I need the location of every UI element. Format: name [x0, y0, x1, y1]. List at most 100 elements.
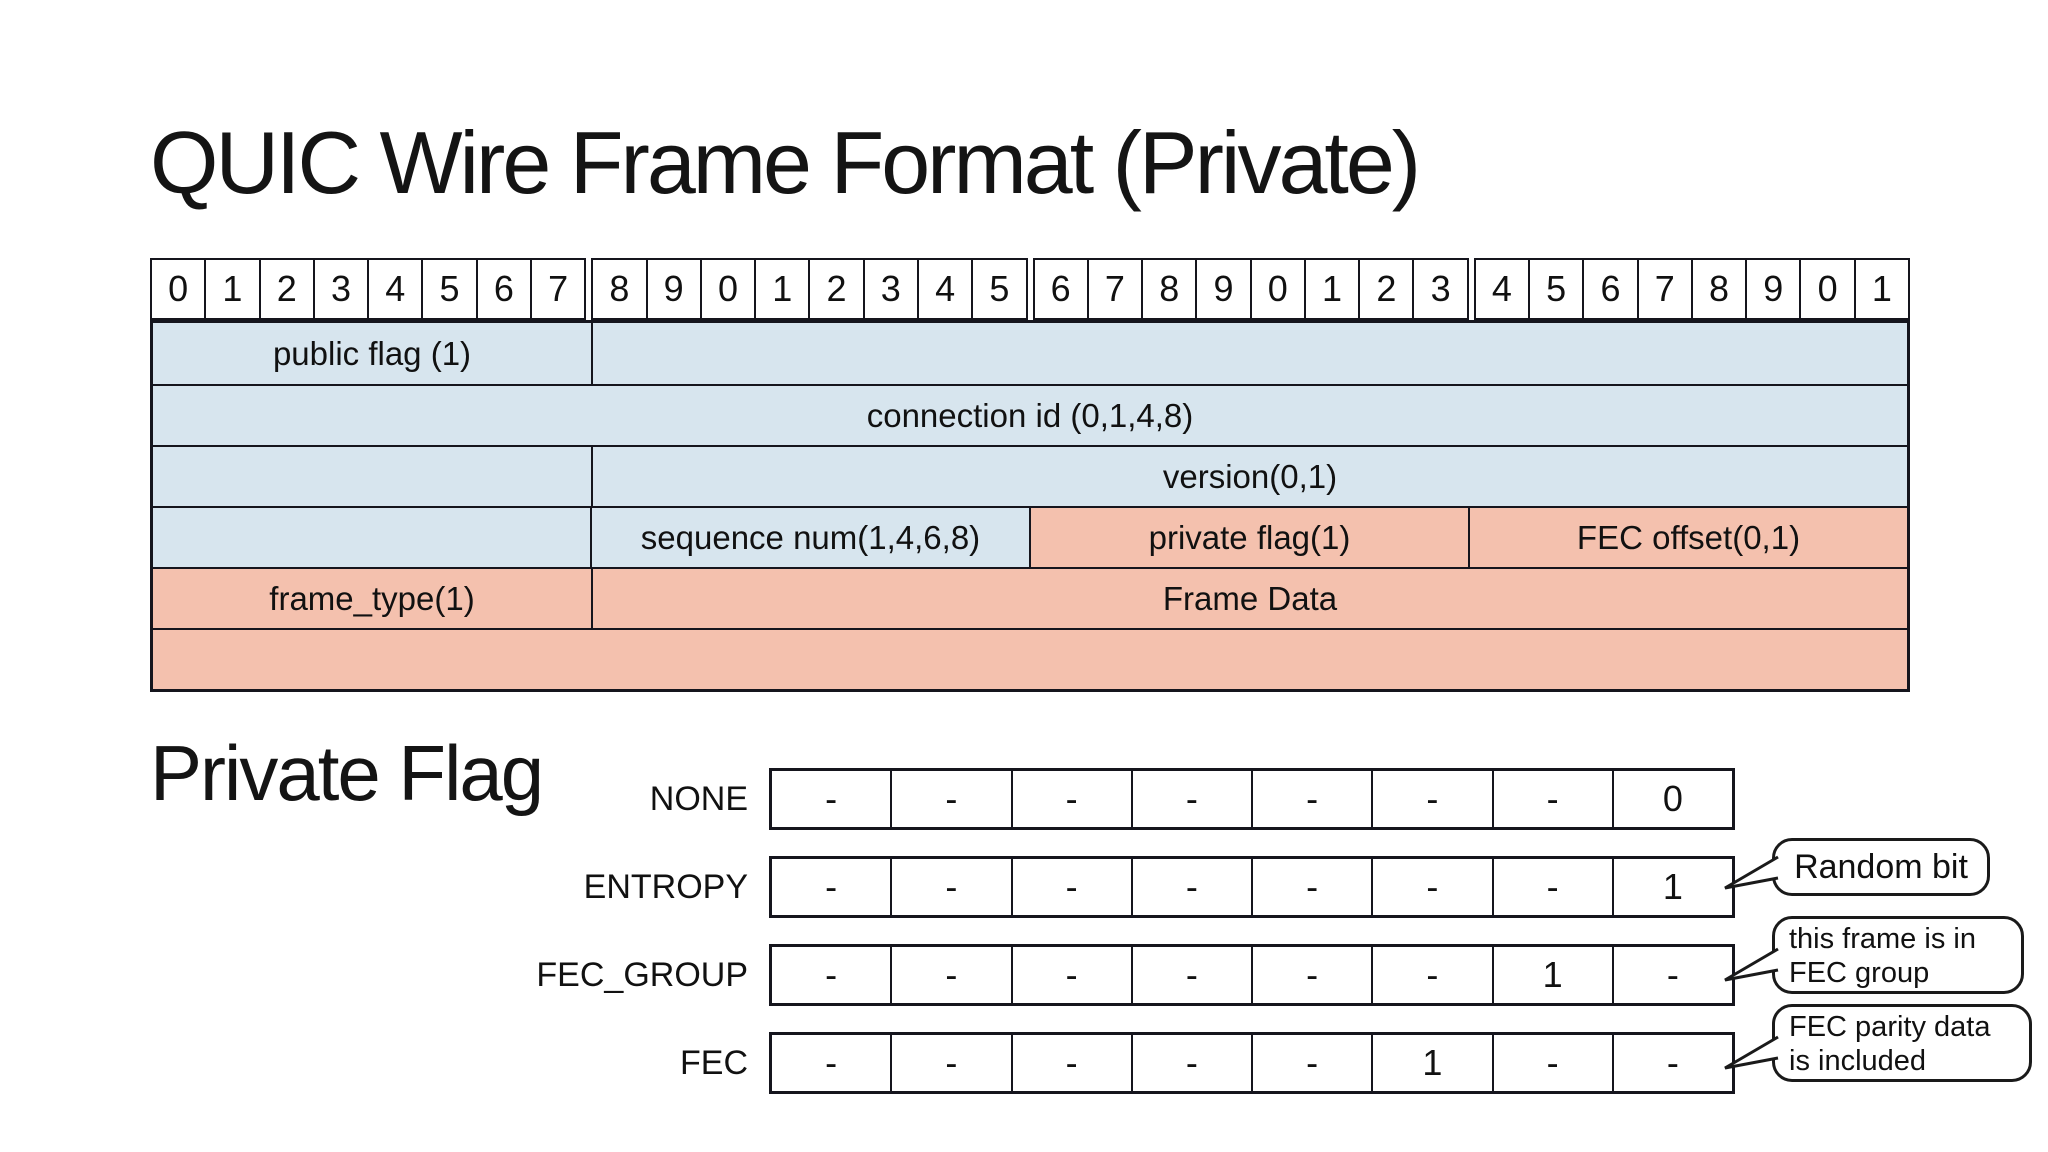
- bit-number-cell: 3: [862, 260, 917, 318]
- flag-bit-cell: -: [1130, 771, 1251, 827]
- bit-number-cell: 2: [1358, 260, 1412, 318]
- field-frame-data: Frame Data: [591, 569, 1907, 628]
- flag-bit-cell: -: [1611, 947, 1732, 1003]
- flag-bit-cell: 1: [1611, 859, 1732, 915]
- flag-bit-cell: -: [1130, 859, 1251, 915]
- flag-bit-cell: -: [1010, 771, 1131, 827]
- frame-table-row: sequence num(1,4,6,8)private flag(1)FEC …: [153, 506, 1907, 567]
- bit-number-cell: 5: [421, 260, 475, 318]
- frame-table-row: connection id (0,1,4,8): [153, 384, 1907, 445]
- flag-bit-cell: 1: [1491, 947, 1612, 1003]
- flag-row-label: ENTROPY: [583, 868, 748, 906]
- flag-row-fec-group: FEC_GROUP ------1-: [400, 944, 1735, 1006]
- field-empty: [591, 323, 1907, 384]
- callout-fec-group: this frame is in FEC group: [1772, 916, 2024, 994]
- flag-bit-cell: -: [1491, 1035, 1612, 1091]
- flag-bit-cell: -: [1251, 1035, 1371, 1091]
- field-version-0-1: version(0,1): [591, 447, 1907, 506]
- flag-bit-cell: -: [1010, 859, 1131, 915]
- callout-fec-parity: FEC parity data is included: [1772, 1004, 2032, 1082]
- field-public-flag-1: public flag (1): [153, 323, 591, 384]
- field-fec-offset-0-1: FEC offset(0,1): [1468, 508, 1907, 567]
- flag-bit-cell: -: [825, 954, 838, 995]
- bit-number-cell: 7: [1636, 260, 1691, 318]
- flag-bit-cell: -: [825, 1042, 838, 1083]
- bit-number-cell: 0: [168, 268, 189, 309]
- bit-number-cell: 8: [609, 268, 630, 309]
- bit-number-cell: 0: [1799, 260, 1853, 318]
- flag-bit-cell: -: [1491, 771, 1612, 827]
- flag-bit-cell: -: [1371, 947, 1491, 1003]
- bit-number-cell: 9: [1195, 260, 1249, 318]
- field-empty: [153, 630, 1907, 689]
- bit-number-cell: 4: [1491, 268, 1512, 309]
- flag-bit-cell: -: [1611, 1035, 1732, 1091]
- frame-table-row: frame_type(1)Frame Data: [153, 567, 1907, 628]
- flag-bit-cell: -: [1130, 947, 1251, 1003]
- bit-number-cell: 4: [916, 260, 971, 318]
- callout-fec-group-text: this frame is in FEC group: [1789, 923, 1976, 989]
- bit-number-cell: 7: [1086, 260, 1141, 318]
- bit-number-cell: 0: [699, 260, 754, 318]
- flag-bit-cell: -: [1371, 771, 1491, 827]
- bit-number-cell: 8: [1141, 260, 1195, 318]
- private-flag-heading: Private Flag: [150, 729, 544, 817]
- bit-number-cell: 6: [1582, 260, 1636, 318]
- flag-bit-cell: -: [890, 859, 1010, 915]
- flag-bit-cell: -: [1010, 947, 1131, 1003]
- flag-bit-cell: -: [890, 771, 1010, 827]
- frame-table: public flag (1)connection id (0,1,4,8)ve…: [150, 320, 1910, 692]
- bit-number-cell: 2: [808, 260, 862, 318]
- flag-bit-cell: -: [890, 1035, 1010, 1091]
- bit-number-cell: 9: [645, 260, 700, 318]
- flag-bits-box: ------1-: [769, 944, 1735, 1006]
- field-sequence-num-1-4-6-8: sequence num(1,4,6,8): [590, 508, 1029, 567]
- flag-row-label: FEC: [680, 1044, 748, 1082]
- bit-number-cell: 6: [475, 260, 530, 318]
- bit-number-cell: 1: [1853, 260, 1908, 318]
- flag-bit-cell: -: [1130, 1035, 1251, 1091]
- bit-number-cell: 1: [204, 260, 258, 318]
- field-empty: [153, 508, 590, 567]
- field-frame-type-1: frame_type(1): [153, 569, 591, 628]
- flag-bit-cell: -: [1371, 859, 1491, 915]
- bit-number-cell: 1: [754, 260, 808, 318]
- page-title: QUIC Wire Frame Format (Private): [150, 113, 1421, 212]
- callout-tail-icon: [1724, 855, 1779, 890]
- bit-number-cell: 8: [1690, 260, 1745, 318]
- flag-bit-cell: -: [825, 866, 838, 907]
- bit-number-cell: 3: [312, 260, 367, 318]
- callout-fec-parity-text: FEC parity data is included: [1789, 1011, 1991, 1077]
- bit-number-cell: 0: [1249, 260, 1304, 318]
- bit-number-cell: 2: [258, 260, 313, 318]
- field-empty: [153, 447, 591, 506]
- flag-bit-cell: 0: [1611, 771, 1732, 827]
- flag-row-label: NONE: [649, 780, 748, 818]
- flag-row-label: FEC_GROUP: [536, 956, 748, 994]
- frame-table-row: version(0,1): [153, 445, 1907, 506]
- flag-bit-cell: -: [1491, 859, 1612, 915]
- callout-random-bit-text: Random bit: [1794, 848, 1968, 886]
- flag-bit-cell: -: [1251, 859, 1371, 915]
- bit-number-cell: 3: [1412, 260, 1466, 318]
- bit-number-cell: 1: [1303, 260, 1358, 318]
- field-private-flag-1: private flag(1): [1029, 508, 1468, 567]
- bit-number-cell: 5: [971, 260, 1025, 318]
- flag-bits-box: -------1: [769, 856, 1735, 918]
- flag-row-entropy: ENTROPY-------1: [400, 856, 1735, 918]
- callout-random-bit: Random bit: [1772, 838, 1990, 896]
- flag-bits-box: -----1--: [769, 1032, 1735, 1094]
- field-connection-id-0-1-4-8: connection id (0,1,4,8): [153, 386, 1907, 445]
- bit-number-cell: 5: [1528, 260, 1582, 318]
- flag-bit-cell: -: [1251, 947, 1371, 1003]
- bit-number-cell: 4: [367, 260, 421, 318]
- flag-bit-cell: -: [1010, 1035, 1131, 1091]
- frame-table-row: [153, 628, 1907, 689]
- flag-bit-cell: -: [1251, 771, 1371, 827]
